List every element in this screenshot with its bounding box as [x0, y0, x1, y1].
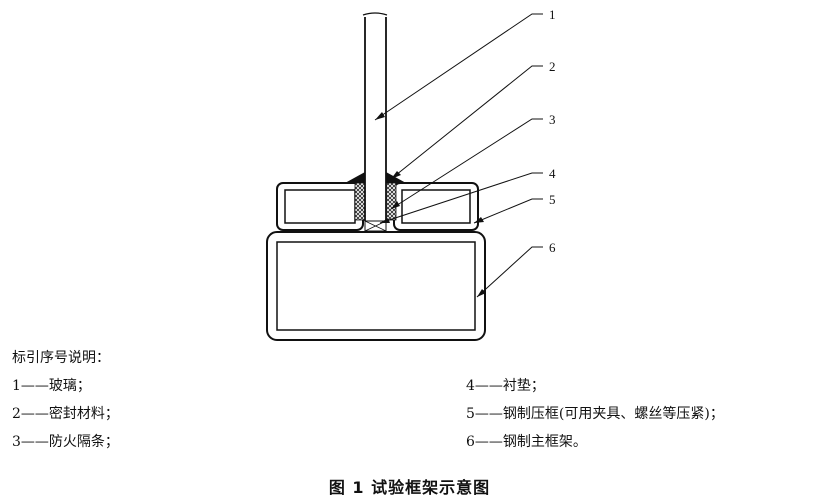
figure-caption: 图 1 试验框架示意图	[328, 478, 491, 497]
legend-item-main-frame: 6——钢制主框架。	[466, 434, 587, 450]
steel-press-frame-left	[276, 182, 364, 231]
sealant-left	[345, 172, 365, 183]
callout-6: 6	[549, 240, 556, 255]
steel-press-frame-right	[393, 182, 479, 231]
legend-item-fire-barrier: 3——防火隔条；	[12, 434, 119, 450]
legend-item-press-frame: 5——钢制压框(可用夹具、螺丝等压紧)；	[466, 406, 724, 422]
frame-diagram: 1 2 3 4 5 6	[266, 7, 556, 341]
legend-title: 标引序号说明：	[12, 350, 110, 366]
callout-1: 1	[549, 7, 556, 22]
fire-barrier-strip-right	[385, 182, 397, 221]
callout-2: 2	[549, 59, 556, 74]
legend-item-gasket: 4——衬垫；	[466, 378, 545, 394]
glass-pane	[362, 12, 388, 221]
legend-item-sealant: 2——密封材料；	[12, 406, 119, 422]
sealant-right	[386, 172, 406, 183]
legend-item-glass: 1——玻璃；	[12, 378, 91, 394]
callout-4: 4	[549, 166, 556, 181]
leader-arrowheads	[375, 112, 486, 297]
callout-5: 5	[549, 192, 556, 207]
callout-3: 3	[549, 112, 556, 127]
steel-main-frame	[266, 231, 486, 341]
fire-barrier-strip-left	[354, 182, 366, 221]
leader-lines	[374, 13, 543, 298]
